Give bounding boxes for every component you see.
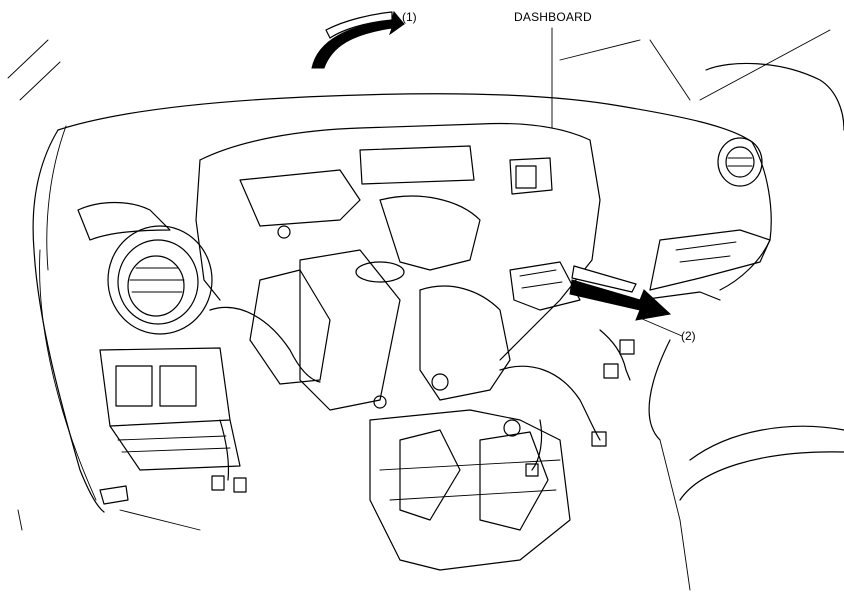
callout-label-1: (1) [402,10,417,24]
callout-label-2: (2) [681,329,696,343]
floor-lines [17,509,201,531]
curved-arrow-1 [311,10,405,69]
connector-block [509,261,581,311]
left-switch-panel [99,347,241,471]
arrow-2 [569,265,683,337]
right-dashboard-end [639,229,771,301]
dashboard-top-outline [32,93,772,513]
lower-support-structure [369,409,571,571]
windshield-lines [7,29,831,101]
dashboard-label: DASHBOARD [514,10,592,24]
left-air-vent [77,201,213,335]
wire-harnesses [99,306,635,505]
center-structure [195,122,601,411]
door-and-seat [648,62,844,591]
right-air-vent [717,137,763,187]
